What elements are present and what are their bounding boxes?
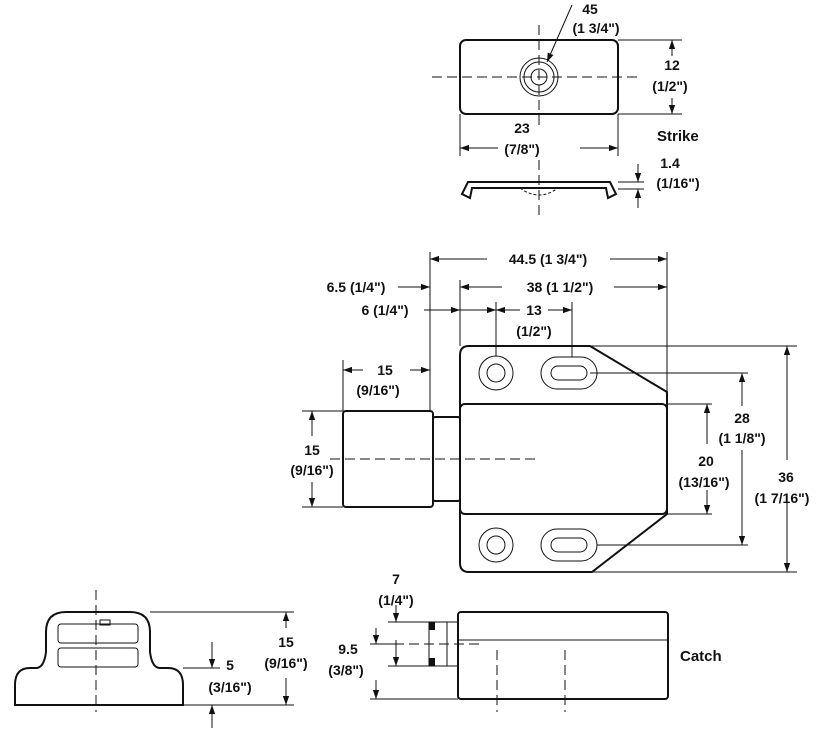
catch-end-view <box>14 590 184 712</box>
tab-9-5-inch: (3/8") <box>328 662 363 678</box>
plunger-height-value: 15 <box>304 442 320 458</box>
offset-b-value: 6 (1/4") <box>361 302 408 318</box>
side-base-value: 5 <box>226 657 234 673</box>
tab-7-inch: (1/4") <box>378 592 413 608</box>
hole-height-dim: 28 (1 1/8") <box>590 372 766 546</box>
catch-label: Catch <box>680 648 722 665</box>
inner-height-value: 20 <box>698 453 714 469</box>
hole-height-value: 28 <box>734 410 750 426</box>
strike-width-inch: (7/8") <box>504 141 539 157</box>
strike-thickness-value: 1.4 <box>660 155 680 171</box>
strike-hole-dim-inch: (1 3/4") <box>572 20 619 36</box>
inner-height-inch: (13/16") <box>679 474 730 490</box>
overall-length-dim: 44.5 (1 3/4") <box>429 251 668 412</box>
hole-height-inch: (1 1/8") <box>718 430 765 446</box>
overall-height-inch: (1 7/16") <box>755 490 810 506</box>
inner-height-dim: 20 (13/16") <box>667 403 730 515</box>
offset-a-value: 6.5 (1/4") <box>327 279 386 295</box>
strike-width-dim: 23 (7/8") <box>459 114 619 157</box>
strike-top-view <box>432 25 640 130</box>
overall-length-value: 44.5 (1 3/4") <box>509 251 587 267</box>
overall-height-value: 36 <box>778 469 794 485</box>
plunger-height-inch: (9/16") <box>290 462 333 478</box>
side-height-dim: 15 (9/16") <box>150 611 308 706</box>
plunger-length-value: 15 <box>377 362 393 378</box>
hole-spacing-inch: (1/2") <box>516 323 551 339</box>
body-length-value: 38 (1 1/2") <box>527 279 594 295</box>
plunger-height-dim: 15 (9/16") <box>290 410 343 508</box>
strike-side-view <box>460 160 618 215</box>
body-length-dim: 38 (1 1/2") <box>459 279 667 346</box>
tab-7-dim: 7 (1/4") <box>378 571 429 667</box>
side-base-dim: 5 (3/16") <box>183 642 252 728</box>
tab-9-5-dim: 9.5 (3/8") <box>328 628 458 700</box>
offset-b-dim: 6 (1/4") <box>361 302 460 318</box>
strike-height-inch: (1/2") <box>652 78 687 94</box>
strike-thickness-dim: 1.4 (1/16") <box>618 155 700 208</box>
strike-label: Strike <box>657 128 699 145</box>
side-base-inch: (3/16") <box>208 679 251 695</box>
side-height-inch: (9/16") <box>264 655 307 671</box>
offset-a-dim: 6.5 (1/4") <box>327 279 430 295</box>
catch-side-view <box>394 611 669 712</box>
overall-height-dim: 36 (1 7/16") <box>590 345 810 573</box>
strike-height-value: 12 <box>664 57 680 73</box>
hole-spacing-value: 13 <box>526 302 542 318</box>
catch-top-view <box>330 345 668 573</box>
tab-9-5-value: 9.5 <box>338 641 358 657</box>
plunger-length-inch: (9/16") <box>356 382 399 398</box>
strike-hole-dim: 45 <box>582 1 598 17</box>
strike-hole-callout: 45 (1 3/4") <box>546 1 620 63</box>
hole-spacing-dim: 13 (1/2") <box>460 302 573 357</box>
plunger-length-dim: 15 (9/16") <box>342 360 430 411</box>
strike-thickness-inch: (1/16") <box>656 175 699 191</box>
side-height-value: 15 <box>278 634 294 650</box>
tab-7-value: 7 <box>392 571 400 587</box>
strike-height-dim: 12 (1/2") <box>618 39 688 115</box>
strike-width-value: 23 <box>514 120 530 136</box>
